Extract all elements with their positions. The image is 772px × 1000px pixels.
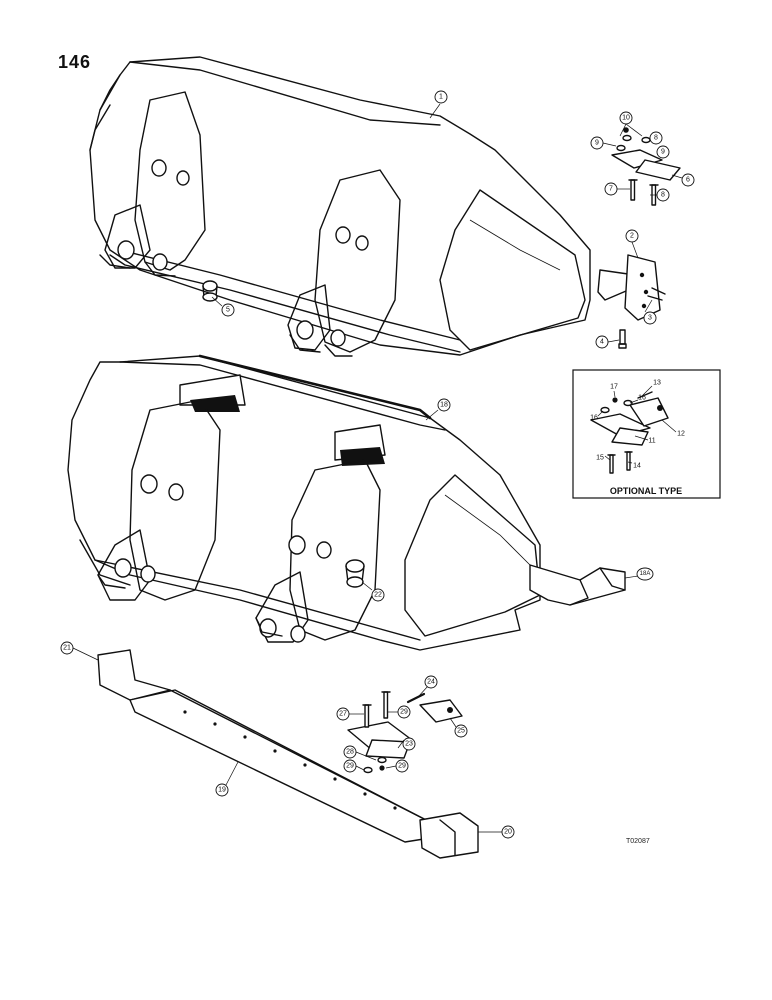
callout-9-left: 9 bbox=[590, 136, 604, 150]
svg-text:24: 24 bbox=[427, 679, 435, 686]
callout-24: 24 bbox=[424, 675, 438, 689]
svg-text:29: 29 bbox=[398, 763, 406, 770]
svg-text:9: 9 bbox=[595, 140, 599, 147]
callout-28: 28 bbox=[343, 745, 357, 759]
end-bit-part-18a bbox=[529, 564, 626, 606]
svg-text:18: 18 bbox=[440, 402, 448, 409]
callout-21: 21 bbox=[60, 641, 74, 655]
svg-text:19: 19 bbox=[218, 787, 226, 794]
svg-text:25: 25 bbox=[457, 728, 465, 735]
svg-text:10: 10 bbox=[622, 115, 630, 122]
svg-text:20: 20 bbox=[504, 829, 512, 836]
bushing-part-5 bbox=[202, 280, 218, 302]
svg-text:6: 6 bbox=[686, 177, 690, 184]
upper-bucket bbox=[89, 56, 591, 357]
callout-22: 22 bbox=[371, 588, 385, 602]
optional-type-inset bbox=[572, 369, 721, 499]
callout-1: 1 bbox=[434, 90, 448, 104]
tooth-adapter-hardware-set bbox=[611, 127, 681, 206]
svg-text:3: 3 bbox=[648, 315, 652, 322]
svg-text:22: 22 bbox=[374, 592, 382, 599]
tooth-hardware-set-lower bbox=[347, 691, 463, 774]
svg-text:2: 2 bbox=[630, 233, 634, 240]
callout-25: 25 bbox=[454, 724, 468, 738]
bolt-part-4 bbox=[618, 329, 627, 349]
inset-caption: OPTIONAL TYPE bbox=[609, 486, 683, 496]
svg-text:1: 1 bbox=[439, 94, 443, 101]
label-11: 11 bbox=[648, 438, 655, 445]
callout-7: 7 bbox=[604, 182, 618, 196]
callout-3: 3 bbox=[643, 311, 657, 325]
svg-text:8: 8 bbox=[654, 135, 658, 142]
svg-text:27: 27 bbox=[339, 711, 347, 718]
callout-27: 27 bbox=[336, 707, 350, 721]
svg-text:4: 4 bbox=[600, 339, 604, 346]
label-17: 17 bbox=[610, 384, 618, 391]
label-14: 14 bbox=[633, 463, 641, 470]
label-16-left: 16 bbox=[590, 415, 598, 422]
svg-text:5: 5 bbox=[226, 307, 230, 314]
callout-4: 4 bbox=[595, 335, 609, 349]
callout-2: 2 bbox=[625, 229, 639, 243]
callout-29-left: 29 bbox=[343, 759, 357, 773]
svg-text:8: 8 bbox=[661, 192, 665, 199]
callouts: 1 2 3 4 5 6 7 8 8 9 bbox=[60, 90, 695, 839]
callout-8-upper: 8 bbox=[649, 131, 663, 145]
label-16-right: 16 bbox=[638, 395, 646, 402]
svg-text:9: 9 bbox=[661, 149, 665, 156]
page-number: 146 bbox=[58, 52, 92, 72]
label-15: 15 bbox=[596, 455, 604, 462]
callout-18: 18 bbox=[437, 398, 451, 412]
bushing-part-22 bbox=[345, 559, 365, 588]
callout-10: 10 bbox=[619, 111, 633, 125]
label-12: 12 bbox=[677, 431, 685, 438]
callout-29-right: 29 bbox=[395, 759, 409, 773]
callout-20: 20 bbox=[501, 825, 515, 839]
callout-8-right: 8 bbox=[656, 188, 670, 202]
svg-text:23: 23 bbox=[405, 741, 413, 748]
callout-9-right: 9 bbox=[656, 145, 670, 159]
svg-text:29: 29 bbox=[400, 709, 408, 716]
svg-text:28: 28 bbox=[346, 749, 354, 756]
cutting-edge-assembly bbox=[97, 649, 479, 859]
side-cutter-assembly bbox=[597, 254, 666, 321]
svg-text:18A: 18A bbox=[640, 571, 651, 577]
lower-bucket bbox=[67, 354, 541, 651]
callout-6: 6 bbox=[681, 173, 695, 187]
callout-18a: 18A bbox=[636, 567, 654, 581]
figure-code: T02087 bbox=[626, 838, 650, 845]
callout-23: 23 bbox=[402, 737, 416, 751]
svg-text:21: 21 bbox=[63, 645, 71, 652]
label-13: 13 bbox=[653, 380, 661, 387]
callout-5: 5 bbox=[221, 303, 235, 317]
callout-19: 19 bbox=[215, 783, 229, 797]
svg-text:29: 29 bbox=[346, 763, 354, 770]
callout-29-upper: 29 bbox=[397, 705, 411, 719]
svg-text:7: 7 bbox=[609, 186, 613, 193]
